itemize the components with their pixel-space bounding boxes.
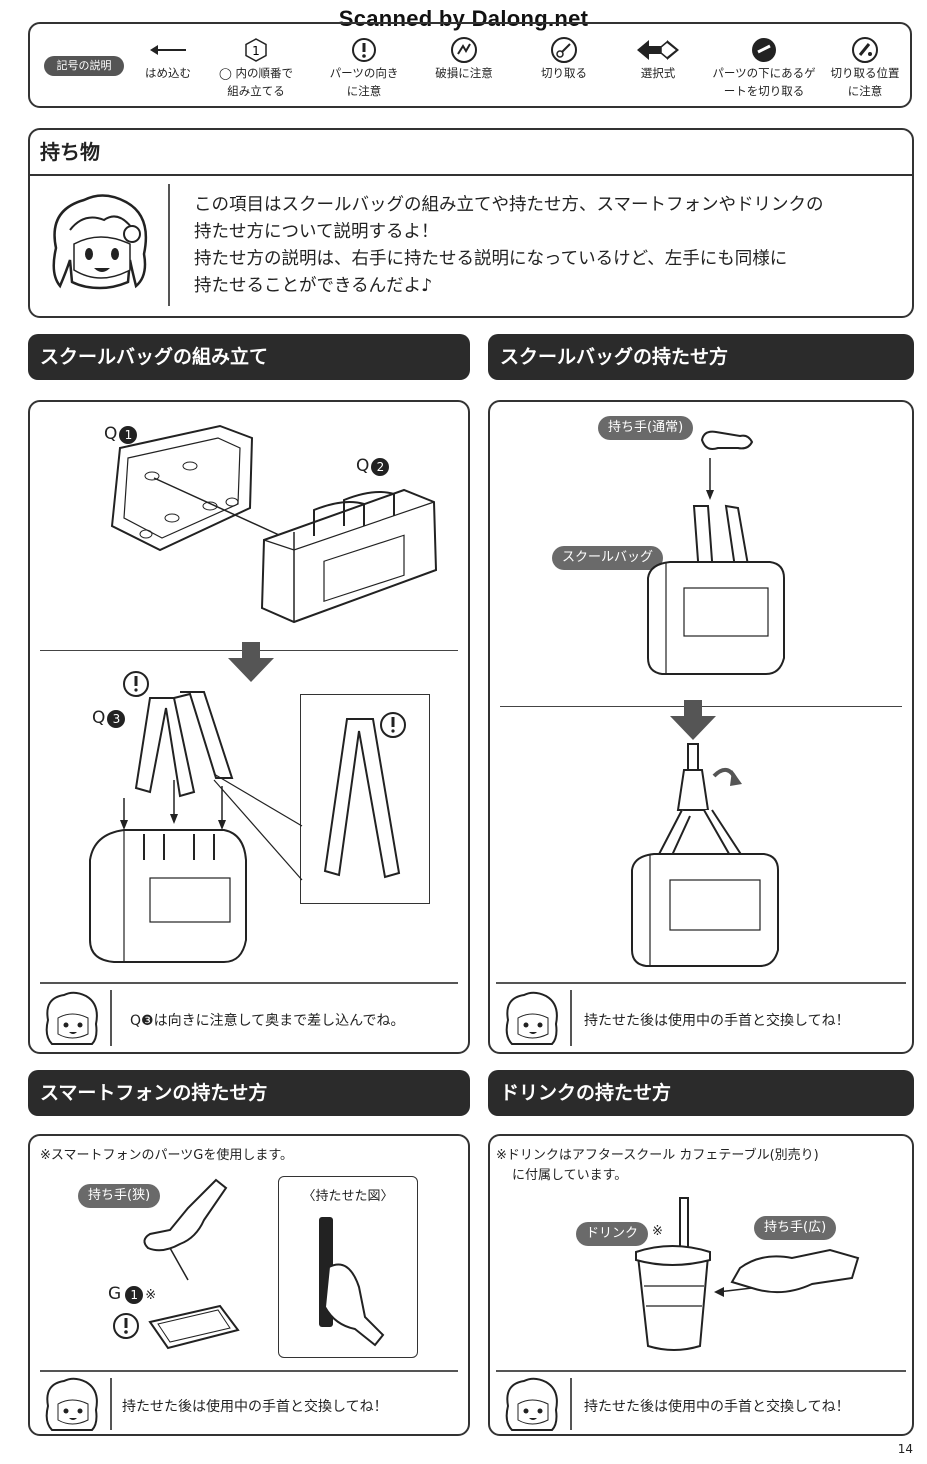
legend-item-choice: 選択式 bbox=[620, 36, 696, 82]
label-hand-normal: 持ち手(通常) bbox=[598, 416, 694, 440]
intro-line: 持たせることができるんだよ♪ bbox=[194, 276, 433, 296]
divider bbox=[30, 174, 912, 176]
legend-label: 破損に注意 bbox=[435, 66, 493, 80]
legend-box bbox=[28, 22, 912, 108]
strap-illustration bbox=[120, 668, 250, 842]
detail-inset bbox=[300, 694, 430, 904]
divider bbox=[168, 184, 170, 306]
phone-part-illustration bbox=[146, 1302, 242, 1356]
character-avatar bbox=[42, 1376, 102, 1436]
drink-cup-illustration bbox=[630, 1196, 720, 1360]
intro-line: この項目はスクールバッグの組み立てや持たせ方、スマートフォンやドリンクの bbox=[194, 195, 824, 215]
legend-label: はめ込む bbox=[145, 66, 191, 80]
bag-holding-note: 持たせた後は使用中の手首と交換してね！ bbox=[584, 1013, 850, 1029]
divider bbox=[110, 990, 112, 1046]
bag-frame-illustration bbox=[100, 418, 270, 572]
assembly-note: Q❸は向きに注意して奥まで差し込んでね。 bbox=[130, 1013, 405, 1029]
callout-lines bbox=[210, 770, 306, 894]
label-hand-narrow: 持ち手(狭) bbox=[78, 1184, 161, 1208]
page-number: 14 bbox=[897, 1442, 913, 1456]
drink-mark: ※ bbox=[652, 1224, 663, 1239]
legend-label: 切り取る位置に注意 bbox=[830, 66, 900, 98]
section-title-bag-holding: スクールバッグの持たせ方 bbox=[488, 334, 914, 380]
divider bbox=[110, 1378, 112, 1430]
watermark: Scanned by Dalong.net bbox=[338, 6, 589, 31]
arrow-left-icon bbox=[130, 36, 206, 64]
legend-label: パーツの下にあるゲートを切り取る bbox=[712, 66, 816, 98]
intro-text: この項目はスクールバッグの組み立てや持たせ方、スマートフォンやドリンクの 持たせ… bbox=[194, 192, 894, 300]
divider bbox=[40, 982, 458, 984]
wide-hand-illustration bbox=[712, 1248, 862, 1312]
legend-item-order: 1 ◯ 内の順番で組み立てる bbox=[216, 36, 296, 100]
legend-item-breakage: 破損に注意 bbox=[426, 36, 502, 82]
character-avatar bbox=[502, 990, 562, 1050]
legend-item-gate: パーツの下にあるゲートを切り取る bbox=[708, 36, 820, 100]
legend-item-insert: はめ込む bbox=[130, 36, 206, 82]
intro-line: 持たせ方の説明は、右手に持たせる説明になっているけど、左手にも同様に bbox=[194, 249, 788, 269]
legend-label: 選択式 bbox=[640, 66, 676, 80]
down-arrow-icon bbox=[670, 700, 716, 744]
legend-label: パーツの向きに注意 bbox=[329, 66, 399, 98]
legend-item-cut-position: 切り取る位置に注意 bbox=[826, 36, 904, 100]
legend-tag: 記号の説明 bbox=[44, 56, 124, 76]
circled-one-icon: 1 bbox=[216, 36, 296, 64]
divider bbox=[496, 1370, 906, 1372]
character-avatar bbox=[44, 190, 156, 298]
scissors-icon bbox=[526, 36, 602, 64]
drink-intro-line: に付属しています。 bbox=[512, 1168, 628, 1183]
intro-box bbox=[28, 128, 914, 318]
phone-inset: 〈持たせた図〉 bbox=[278, 1176, 418, 1358]
divider bbox=[40, 1370, 458, 1372]
phone-intro: ※スマートフォンのパーツGを使用します。 bbox=[40, 1148, 294, 1163]
hand-illustration bbox=[696, 424, 766, 508]
divider bbox=[496, 982, 906, 984]
double-arrow-icon bbox=[620, 36, 696, 64]
legend-label: 切り取る bbox=[541, 66, 587, 80]
legend-item-direction: パーツの向きに注意 bbox=[326, 36, 402, 100]
bag-held-illustration bbox=[626, 740, 786, 974]
exclamation-icon bbox=[112, 1312, 140, 1344]
drink-holding-note: 持たせた後は使用中の手首と交換してね！ bbox=[584, 1399, 850, 1415]
section-title-drink-holding: ドリンクの持たせ方 bbox=[488, 1070, 914, 1116]
bag-assembled-illustration bbox=[84, 820, 254, 974]
section-title-bag-assembly: スクールバッグの組み立て bbox=[28, 334, 470, 380]
gate-cut-icon bbox=[708, 36, 820, 64]
character-avatar bbox=[42, 990, 102, 1050]
broken-part-icon bbox=[426, 36, 502, 64]
intro-line: 持たせ方について説明するよ！ bbox=[194, 222, 439, 242]
label-hand-wide: 持ち手(広) bbox=[754, 1216, 837, 1240]
drink-intro-line: ※ドリンクはアフタースクール カフェテーブル(別売り) bbox=[496, 1148, 819, 1163]
character-avatar bbox=[502, 1376, 562, 1436]
inset-title: 〈持たせた図〉 bbox=[302, 1189, 394, 1204]
legend-item-cut: 切り取る bbox=[526, 36, 602, 82]
narrow-hand-illustration bbox=[126, 1172, 236, 1286]
legend-label: ◯ 内の順番で組み立てる bbox=[218, 66, 294, 98]
label-drink: ドリンク bbox=[576, 1222, 649, 1246]
svg-text:1: 1 bbox=[252, 44, 260, 58]
bag-with-handle-illustration bbox=[640, 498, 790, 682]
divider bbox=[570, 990, 572, 1046]
section-title-phone-holding: スマートフォンの持たせ方 bbox=[28, 1070, 470, 1116]
cut-position-icon bbox=[826, 36, 904, 64]
intro-title: 持ち物 bbox=[40, 140, 100, 164]
bag-body-illustration bbox=[254, 480, 444, 634]
down-arrow-icon bbox=[228, 642, 274, 686]
phone-holding-note: 持たせた後は使用中の手首と交換してね！ bbox=[122, 1399, 388, 1415]
divider bbox=[570, 1378, 572, 1430]
exclamation-icon bbox=[326, 36, 402, 64]
label-school-bag: スクールバッグ bbox=[552, 546, 664, 570]
